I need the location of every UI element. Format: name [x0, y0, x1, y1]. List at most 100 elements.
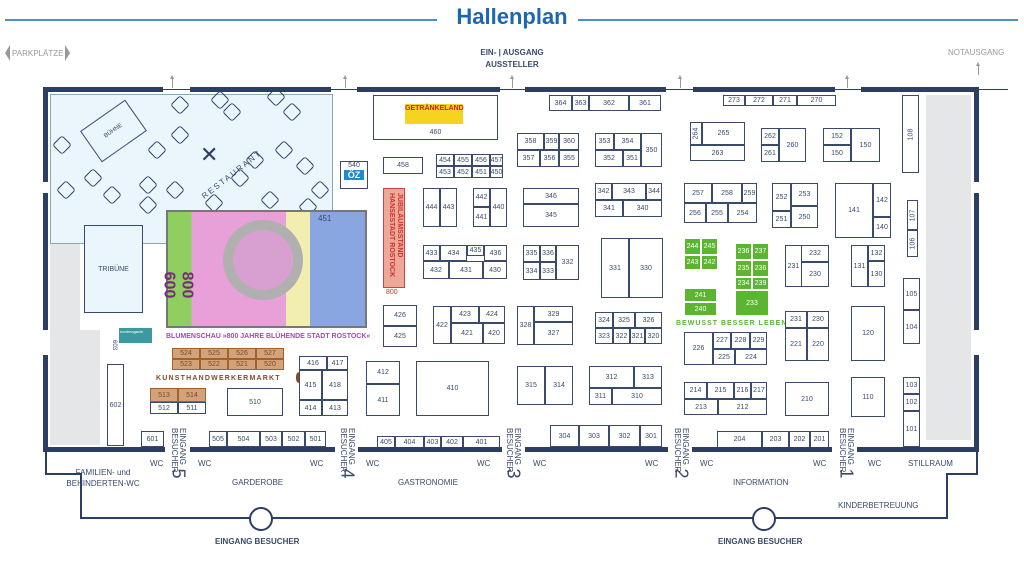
- booth-510[interactable]: 510: [227, 388, 283, 416]
- booth-453[interactable]: 453: [436, 166, 454, 178]
- booth-424[interactable]: 424: [479, 306, 505, 323]
- booth-132[interactable]: 132: [868, 245, 885, 261]
- oz-booth[interactable]: 540 ÖZ: [340, 161, 368, 189]
- booth-312[interactable]: 312: [589, 366, 634, 388]
- booth-105[interactable]: 105: [903, 278, 920, 310]
- booth-454[interactable]: 454: [436, 154, 454, 166]
- booth-436[interactable]: 436: [484, 245, 507, 261]
- booth-215[interactable]: 215: [707, 382, 734, 399]
- booth-311[interactable]: 311: [589, 388, 612, 405]
- booth-213[interactable]: 213: [684, 399, 718, 415]
- booth-257[interactable]: 257: [684, 183, 712, 203]
- booth-354[interactable]: 354: [614, 133, 641, 150]
- booth-501[interactable]: 501: [305, 431, 326, 447]
- booth-422[interactable]: 422: [433, 306, 451, 344]
- booth-245[interactable]: 245: [701, 238, 718, 255]
- booth-255[interactable]: 255: [706, 203, 728, 223]
- booth-321[interactable]: 321: [630, 328, 645, 344]
- booth-106[interactable]: 106: [907, 230, 918, 257]
- booth-229[interactable]: 229: [750, 332, 767, 349]
- booth-418[interactable]: 418: [322, 370, 348, 400]
- booth-239[interactable]: 239: [752, 277, 769, 290]
- booth-356[interactable]: 356: [540, 150, 559, 167]
- booth-524[interactable]: 524: [172, 348, 200, 359]
- booth-333[interactable]: 333: [540, 262, 556, 280]
- booth-340[interactable]: 340: [623, 200, 662, 217]
- booth-451[interactable]: 451: [472, 166, 490, 178]
- booth-142[interactable]: 142: [873, 183, 891, 217]
- booth-426[interactable]: 426: [383, 305, 417, 326]
- booth-130[interactable]: 130: [868, 261, 885, 287]
- booth-431[interactable]: 431: [449, 261, 483, 279]
- booth-232[interactable]: 232: [801, 245, 829, 262]
- booth-503[interactable]: 503: [260, 431, 282, 447]
- booth-364[interactable]: 364: [549, 95, 572, 111]
- booth-252[interactable]: 252: [772, 183, 791, 211]
- booth-331[interactable]: 331: [601, 238, 629, 298]
- booth-434[interactable]: 434: [440, 245, 467, 261]
- booth-423[interactable]: 423: [451, 306, 479, 323]
- booth-261[interactable]: 261: [761, 145, 779, 162]
- booth-131[interactable]: 131: [851, 245, 868, 287]
- booth-358[interactable]: 358: [517, 133, 544, 150]
- booth-435[interactable]: 435: [467, 245, 484, 256]
- booth-335[interactable]: 335: [523, 245, 540, 262]
- booth-228[interactable]: 228: [731, 332, 750, 349]
- booth-140[interactable]: 140: [873, 217, 891, 238]
- booth-514[interactable]: 514: [178, 388, 206, 402]
- booth-230[interactable]: 230: [801, 262, 829, 287]
- booth-413[interactable]: 413: [322, 400, 348, 416]
- booth-313[interactable]: 313: [634, 366, 662, 388]
- booth-361[interactable]: 361: [629, 95, 661, 111]
- booth-327[interactable]: 327: [534, 322, 573, 345]
- booth-216[interactable]: 216: [734, 382, 751, 399]
- booth-304[interactable]: 304: [550, 425, 579, 447]
- booth-601[interactable]: 601: [141, 431, 164, 447]
- booth-259[interactable]: 259: [742, 183, 757, 203]
- booth-602[interactable]: 602: [107, 364, 124, 446]
- booth-212[interactable]: 212: [718, 399, 767, 415]
- booth-360[interactable]: 360: [559, 133, 579, 150]
- booth-264[interactable]: 264: [690, 122, 702, 145]
- booth-263[interactable]: 263: [690, 145, 745, 161]
- booth-210[interactable]: 210: [785, 382, 829, 416]
- booth-320[interactable]: 320: [645, 328, 662, 344]
- booth-420[interactable]: 420: [483, 323, 505, 344]
- booth-230[interactable]: 230: [807, 311, 829, 328]
- booth-342[interactable]: 342: [595, 183, 612, 200]
- booth-250[interactable]: 250: [791, 206, 818, 228]
- booth-512[interactable]: 512: [150, 402, 178, 414]
- booth-201[interactable]: 201: [810, 431, 829, 448]
- booth-150[interactable]: 150: [823, 145, 851, 162]
- booth-351[interactable]: 351: [623, 150, 641, 167]
- parking-link[interactable]: PARKPLÄTZE: [5, 45, 71, 61]
- booth-442[interactable]: 442: [473, 188, 490, 207]
- booth-315[interactable]: 315: [517, 366, 545, 405]
- booth-241[interactable]: 241: [684, 288, 717, 302]
- booth-152[interactable]: 152: [823, 128, 851, 145]
- booth-345[interactable]: 345: [523, 204, 579, 227]
- booth-110[interactable]: 110: [851, 377, 885, 417]
- booth-254[interactable]: 254: [728, 203, 757, 223]
- booth-225[interactable]: 225: [713, 349, 735, 365]
- booth-502[interactable]: 502: [282, 431, 305, 447]
- booth-417[interactable]: 417: [327, 356, 348, 370]
- booth-410[interactable]: 410: [416, 361, 489, 416]
- booth-450[interactable]: 450: [490, 166, 503, 178]
- booth-260[interactable]: 260: [779, 128, 806, 162]
- booth-346[interactable]: 346: [523, 188, 579, 204]
- booth-265[interactable]: 265: [702, 122, 745, 145]
- booth-272[interactable]: 272: [745, 95, 773, 106]
- booth-107[interactable]: 107: [907, 200, 918, 230]
- booth-341[interactable]: 341: [595, 200, 623, 217]
- booth-221[interactable]: 221: [785, 328, 807, 361]
- booth-204[interactable]: 204: [717, 431, 762, 448]
- booth-253[interactable]: 253: [791, 183, 818, 206]
- booth-511[interactable]: 511: [178, 402, 206, 414]
- booth-326[interactable]: 326: [635, 312, 662, 328]
- booth-441[interactable]: 441: [473, 207, 490, 227]
- booth-226[interactable]: 226: [684, 332, 713, 365]
- booth-236[interactable]: 236: [752, 260, 769, 277]
- booth-227[interactable]: 227: [713, 332, 731, 349]
- booth-234[interactable]: 234: [735, 277, 752, 290]
